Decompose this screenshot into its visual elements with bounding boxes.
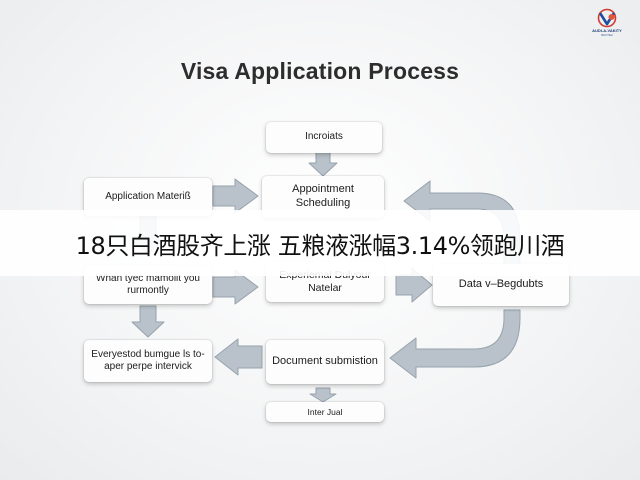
curved-arrow-bottom [389,309,521,379]
step-box-application-materials: Application Materiß [84,178,212,216]
step-label-appointment-scheduling: Appointment Scheduling [292,183,354,209]
news-banner-text: 18只白酒股齐上涨 五粮液涨幅3.14%领跑川酒 [75,231,565,260]
arrow-down-bottom [309,387,337,403]
logo-name: AUDI-A-VAKITY [592,28,622,33]
step-box-left-3: Everyestod bumgue ls to-aper perpe inter… [84,340,212,382]
step-label-data: Data v–Begdubts [458,278,544,291]
step-label-top: Incroiats [305,131,343,143]
step-label-bottom: Inter Jual [307,406,343,417]
arrow-left-1 [214,338,263,376]
logo: AUDI-A-VAKITY ВАСТЕК [587,8,627,44]
logo-subtitle: ВАСТЕК [601,33,613,37]
step-label-left-3: Everyestod bumgue ls to-aper perpe inter… [91,348,205,373]
arrow-down-top [308,149,338,177]
step-box-bottom: Inter Jual [266,402,384,422]
logo-emblem-icon [597,8,617,28]
arrow-right-1 [212,178,259,214]
arrow-down-left-2 [131,305,165,338]
step-label-application-materials: Application Materiß [105,190,191,202]
step-label-document-submission: Document submistion [272,355,378,368]
step-box-top: Incroiats [266,122,382,153]
news-banner: 18只白酒股齐上涨 五粮液涨幅3.14%领跑川酒 [0,210,640,276]
diagram-title: Visa Application Process [180,58,460,84]
step-label-left-2: Whan tyec mamolit you rurmontly [96,272,200,297]
step-box-document-submission: Document submistion [266,340,384,384]
